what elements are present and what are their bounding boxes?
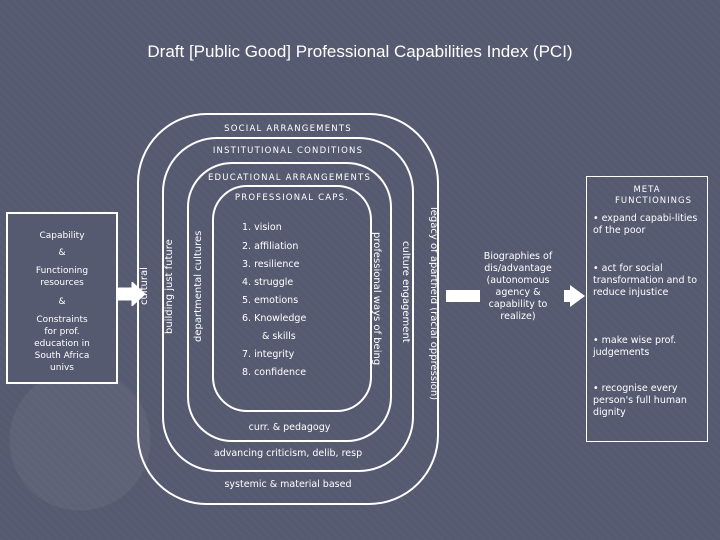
page-title: Draft [Public Good] Professional Capabil… (147, 42, 573, 61)
professional-caps-label: PROFESSIONAL CAPS. (234, 193, 350, 203)
social-arrangements-label: SOCIAL ARRANGEMENTS (224, 124, 352, 134)
departmental-cultures-label: departmental cultures (193, 230, 204, 342)
capability-item: & skills (262, 331, 296, 342)
advancing-criticism-label: advancing criticism, delib, resp (213, 448, 363, 459)
meta-item: • expand capabi-lities of the poor (593, 213, 698, 236)
ampersand-label: & (58, 297, 66, 307)
capability-label: Capability (39, 231, 85, 241)
educational-arrangements-label: EDUCATIONAL ARRANGEMENTS (207, 173, 372, 183)
capability-item: 3. resilience (242, 259, 300, 270)
capability-item: 2. affiliation (242, 241, 299, 252)
social-arrangements-ring (137, 113, 439, 505)
meta-item: • recognise every person's full human di… (593, 383, 687, 418)
culture-engagement-label: culture engagement (400, 241, 411, 343)
capability-item: 7. integrity (242, 349, 295, 360)
constraints-label: Constraints for prof. education in South… (34, 315, 90, 373)
institutional-conditions-label: INSTITUTIONAL CONDITIONS (212, 146, 364, 156)
systemic-material-label: systemic & material based (224, 479, 352, 490)
professional-caps-ring (212, 185, 372, 412)
building-just-future-label: building just future (164, 239, 175, 335)
meta-functionings-heading: META FUNCTIONINGS (615, 185, 692, 206)
institutional-conditions-ring (162, 137, 414, 472)
legacy-apartheid-label: legacy of apartheid (racial oppression) (428, 207, 439, 401)
capability-item: 4. struggle (242, 277, 294, 288)
curr-pedagogy-label: curr. & pedagogy (248, 422, 331, 433)
arrow-right-icon (446, 285, 585, 307)
arrow-right-icon (118, 282, 146, 306)
educational-arrangements-ring (187, 162, 392, 442)
meta-item: • act for social transformation and to r… (593, 263, 698, 298)
capability-item: 1. vision (242, 222, 282, 233)
professional-ways-label: professional ways of being (371, 232, 382, 366)
capability-item: 6. Knowledge (242, 313, 307, 324)
capability-item: 5. emotions (242, 295, 299, 306)
meta-item: • make wise prof. judgements (593, 335, 677, 358)
biographies-text: Biographies of dis/advantage (autonomous… (483, 251, 553, 322)
capability-resources-box: Capability & Functioning resources & Con… (6, 212, 118, 384)
meta-functionings-box: META FUNCTIONINGS • expand capabi-lities… (586, 176, 708, 442)
ampersand-label: & (58, 248, 66, 258)
functioning-resources-label: Functioning resources (35, 266, 89, 288)
capability-item: 8. confidence (242, 367, 307, 378)
